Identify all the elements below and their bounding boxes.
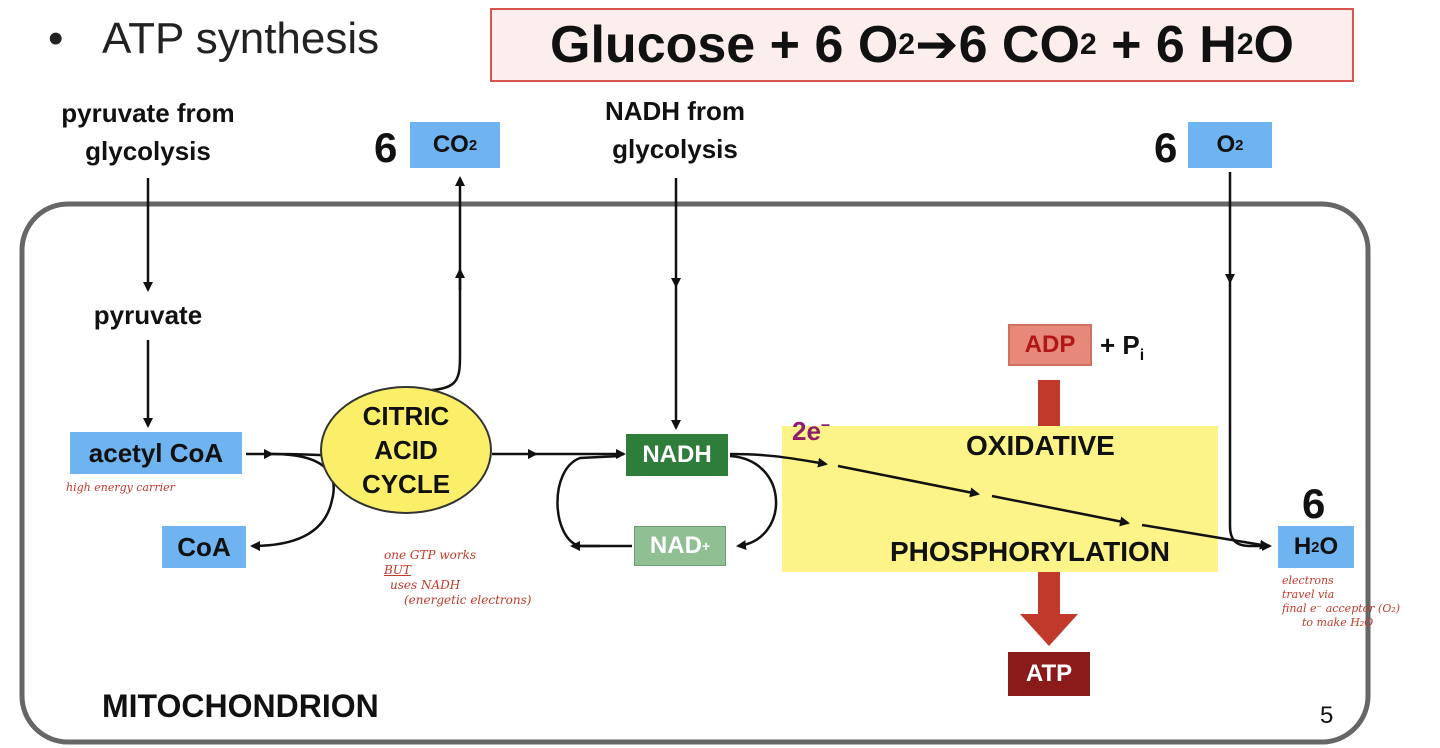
eq-part3: + 6 H [1096,16,1237,74]
atp-box: ATP [1008,652,1090,696]
plus-pi-label: + Pi [1100,330,1144,365]
citric-acid-cycle: CITRIC ACID CYCLE [320,386,492,514]
arrow-cycle-to-co2 [431,176,465,392]
pyruvate-label: pyruvate [93,300,203,330]
eq-sub1: 2 [898,28,915,61]
eq-part1: Glucose + 6 O [550,16,899,74]
arrow-atp-head [1020,614,1078,646]
h2o-note-line2: travel via [1282,588,1335,601]
bullet: • [48,14,64,63]
co2-count: 6 [374,124,398,171]
arrow-nadh-to-nad [729,454,778,551]
oxidative-label: OXIDATIVE [966,430,1115,461]
o2-text: O [1216,131,1236,158]
citric-note-line1: one GTP works [384,548,477,562]
acetyl-coa-note: high energy carrier [66,481,175,494]
citric-note-line4: (energetic electrons) [404,593,532,607]
arrow-electron-3 [991,494,1130,527]
plus-pi-text: + P [1100,330,1140,360]
h2o-note-line3: final e⁻ acceptor (O₂) [1282,602,1401,615]
arrow-electron-2 [837,464,980,498]
slide-title: ATP synthesis [102,14,380,63]
arrow-electron-1 [729,452,828,468]
co2-sub: 2 [468,136,478,154]
eq-sub3: 2 [1236,28,1254,61]
electrons-label: 2e− [792,416,830,447]
cycle-line1: CITRIC [362,401,450,431]
nad-plus-box: NAD+ [634,526,726,566]
citric-cycle-note: one GTP works BUT uses NADH (energetic e… [384,548,531,608]
co2-text: CO [432,131,469,158]
citric-note-line3: uses NADH [390,578,461,592]
nadh-from-line2: glycolysis [612,134,738,164]
pyruvate-from-line1: pyruvate from [61,98,235,128]
oxidative-phosphorylation-box [782,426,1218,572]
h2o-count: 6 [1302,480,1326,527]
arrow-electron-4 [1141,523,1270,550]
arrow-atp-shaft [1038,572,1060,616]
h2o-note-line4: to make H₂O [1302,616,1374,629]
eq-arrow: ➔ [914,16,959,74]
citric-note-line2: BUT [384,563,411,577]
h2o-note-line1: electrons [1282,574,1334,587]
arrow-coa-return [250,452,335,551]
nad-text: NAD [649,532,702,559]
eq-part4: O [1253,16,1294,74]
mitochondrion-label: MITOCHONDRION [102,688,379,724]
nadh-box: NADH [626,434,728,476]
eq-sub2: 2 [1079,28,1097,61]
nadh-from-line1: NADH from [604,96,746,126]
mitochondrion-outline [19,201,1371,745]
pyruvate-from-glycolysis-label: pyruvate from glycolysis [38,94,258,170]
slide-number: 5 [1320,702,1334,729]
nad-sup: + [701,538,711,554]
pi-sub: i [1139,347,1145,365]
adp-box: ADP [1008,324,1092,366]
arrow-nad-regenerate [556,454,632,548]
o2-count: 6 [1154,124,1178,171]
nadh-from-glycolysis-label: NADH from glycolysis [570,92,780,168]
h2o-sub: 2 [1311,538,1320,556]
arrow-adp-shaft [1038,380,1060,426]
h2o-text-h: H [1293,533,1312,560]
o2-sub: 2 [1235,136,1244,154]
electrons-text: 2e [792,416,821,446]
arrow-o2-to-h2o [1228,282,1272,551]
h2o-note: electrons travel via final e⁻ acceptor (… [1282,574,1400,630]
acetyl-coa-box: acetyl CoA [70,432,242,474]
h2o-text-o: O [1319,533,1339,560]
pyruvate-from-line2: glycolysis [85,136,211,166]
coa-box: CoA [162,526,246,568]
cycle-line3: CYCLE [361,469,451,499]
electrons-sup: − [820,417,831,435]
cycle-line2: ACID [374,435,438,465]
phosphorylation-label: PHOSPHORYLATION [890,536,1171,567]
eq-part2: 6 CO [958,16,1080,74]
